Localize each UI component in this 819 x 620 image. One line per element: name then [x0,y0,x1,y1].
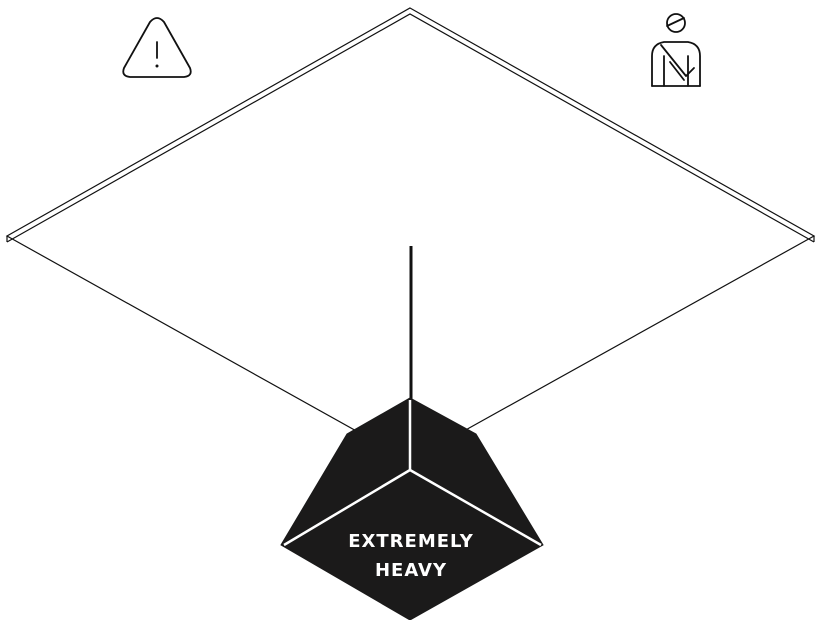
heavy-weight-block: EXTREMELY HEAVY [281,398,543,620]
warning-triangle-icon [123,18,191,77]
weight-label-line1: EXTREMELY [348,531,474,552]
weight-label-line2: HEAVY [375,560,447,581]
injured-person-arm-sling-icon [652,14,700,86]
